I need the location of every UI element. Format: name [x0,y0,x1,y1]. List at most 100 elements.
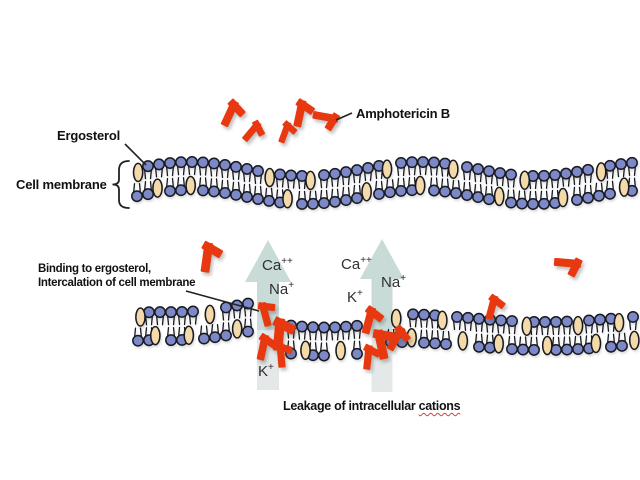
amphotericin-molecule [386,324,411,352]
ergosterol-molecule [521,316,533,336]
cell-membrane-brace [112,160,130,209]
lipid-head [561,315,573,328]
lipid-head [307,197,319,210]
lipid-tails [134,307,252,337]
amphotericin-molecule [485,293,506,320]
ergosterol-molecule [595,162,607,182]
lipid-head [616,339,628,352]
lipid-head [242,325,254,338]
lipid-head [296,198,308,210]
lipid-head [407,308,419,321]
lipid-head [505,168,517,181]
lipid-head [582,191,594,204]
lipid-head [131,190,143,203]
lipid-heads [131,156,638,210]
lipid-head [417,156,429,168]
amphotericin-molecule [312,111,340,132]
lipid-head [362,162,374,174]
lipid-head [252,165,264,177]
ergosterol-molecule [300,340,311,361]
ergosterol-molecule [457,331,469,351]
lipid-head [462,311,474,324]
amphotericin-molecule [363,343,382,370]
lipid-head [626,156,638,169]
binding-label-line2: Intercalation of cell membrane [38,276,196,289]
lipid-head [142,188,154,201]
lipid-head [186,156,198,168]
ergosterol-molecule [132,162,144,183]
ergosterol-molecule [414,175,426,196]
lipid-head [594,313,606,326]
lipid-head [516,197,528,210]
ergosterol-pointer-line [124,143,147,166]
ergosterol-molecule [185,175,196,196]
amphotericin-molecule [553,257,583,278]
lipid-head [528,343,540,356]
ergosterol-label: Ergosterol [57,128,121,143]
amphotericin-pointer-line [335,112,353,121]
lipid-head [583,314,595,327]
lipid-head [197,184,209,197]
lipid-head [176,306,188,318]
lipid-head [285,169,297,182]
ergosterol-molecule [628,330,640,351]
ion-label-k-below: K+ [258,362,274,380]
ergosterol-molecule [305,170,316,191]
ergosterol-molecule [557,187,569,208]
lipid-head [571,165,583,178]
lipid-heads [132,297,254,347]
lipid-head [351,319,363,332]
lipid-head [318,169,330,182]
lipid-head [219,159,231,171]
lipid-head [539,316,551,328]
lipid-head [527,198,539,210]
leakage-label: Leakage of intracellular cations [283,399,461,414]
lipid-head [406,156,418,169]
amphotericin-molecule [220,98,246,128]
lipid-tails [133,165,636,201]
lipid-head [252,193,264,205]
lipid-head [418,336,430,349]
lipid-head [241,190,253,203]
ergosterol-molecule [613,312,625,333]
lipid-head [384,186,396,199]
lipid-head [175,156,187,169]
lipid-head [329,321,341,334]
lipid-head [395,184,407,197]
binding-label-line1: Binding to ergosterol, [38,263,151,275]
lipid-head [571,193,583,206]
lipid-head [505,196,517,209]
ergosterol-molecule [152,178,163,198]
amphotericin-molecule [242,119,266,142]
lipid-head [307,321,319,334]
lipid-head [340,194,352,206]
lipid-head [483,193,495,206]
ergosterol-molecule [590,333,602,354]
amphotericin-molecule [293,98,315,128]
lipid-head [351,192,363,204]
ion-label-ca-left: Ca++ [262,256,293,274]
lipid-head [340,320,352,333]
left-efflux-arrow [245,240,291,330]
lipid-head [164,157,176,169]
amphotericin-molecules [200,98,583,370]
amphotericin-molecule [361,305,385,335]
lipid-head [473,312,485,325]
lipid-head [329,195,341,208]
ergosterol-molecule [183,325,195,345]
lipid-head [165,334,177,347]
cell-membrane-label: Cell membrane [16,177,107,192]
amphotericin-molecule [372,329,395,360]
amphotericin-molecule [200,240,224,273]
lipid-head [198,332,210,345]
lipid-head [506,315,518,328]
amphotericin-molecule [278,120,298,144]
lipid-head [473,340,485,353]
lipid-head [428,184,440,197]
lipid-head [318,321,330,334]
lipid-head [572,343,584,356]
lipid-head [604,187,616,200]
lipid-head [197,156,209,169]
